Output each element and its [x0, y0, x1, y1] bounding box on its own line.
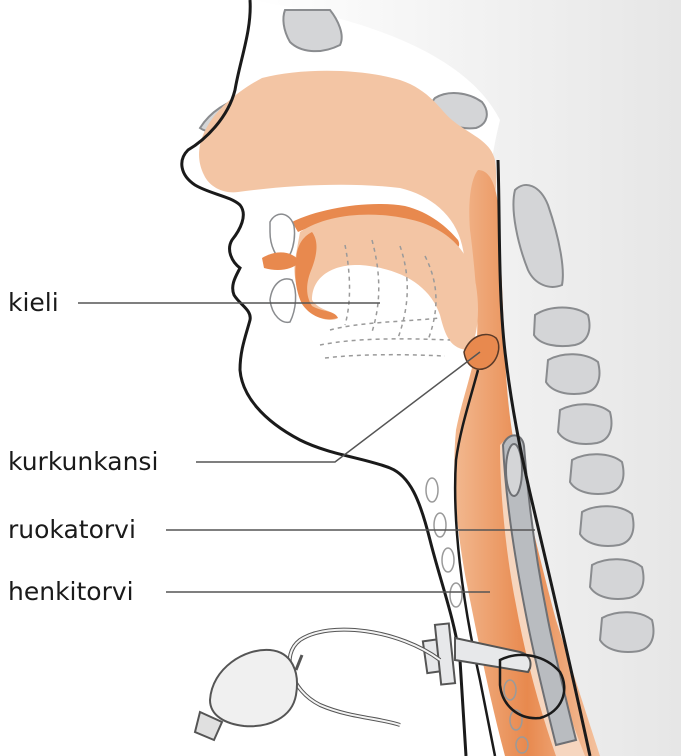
lower-teeth	[270, 279, 296, 322]
vertebra-c2	[534, 308, 589, 347]
pilot-bulb	[210, 650, 297, 726]
vertebra-c7	[590, 559, 643, 599]
vertebra-c5	[570, 454, 623, 494]
label-tongue: kieli	[8, 290, 59, 315]
label-trachea: henkitorvi	[8, 579, 134, 604]
label-epiglottis: kurkunkansi	[8, 449, 158, 474]
vertebra-c6	[580, 506, 633, 546]
label-esophagus: ruokatorvi	[8, 517, 136, 542]
pilot-tubing	[290, 630, 440, 725]
frontal-bone	[283, 10, 341, 51]
vertebra-t1	[600, 612, 653, 652]
vertebra-c3	[546, 354, 599, 394]
bulb-to-tubing	[296, 655, 302, 670]
pilot-tubing-inner	[290, 630, 440, 725]
tube-flange-2	[435, 623, 455, 684]
vertebra-c4	[558, 404, 611, 444]
lip-tissue	[262, 252, 300, 270]
